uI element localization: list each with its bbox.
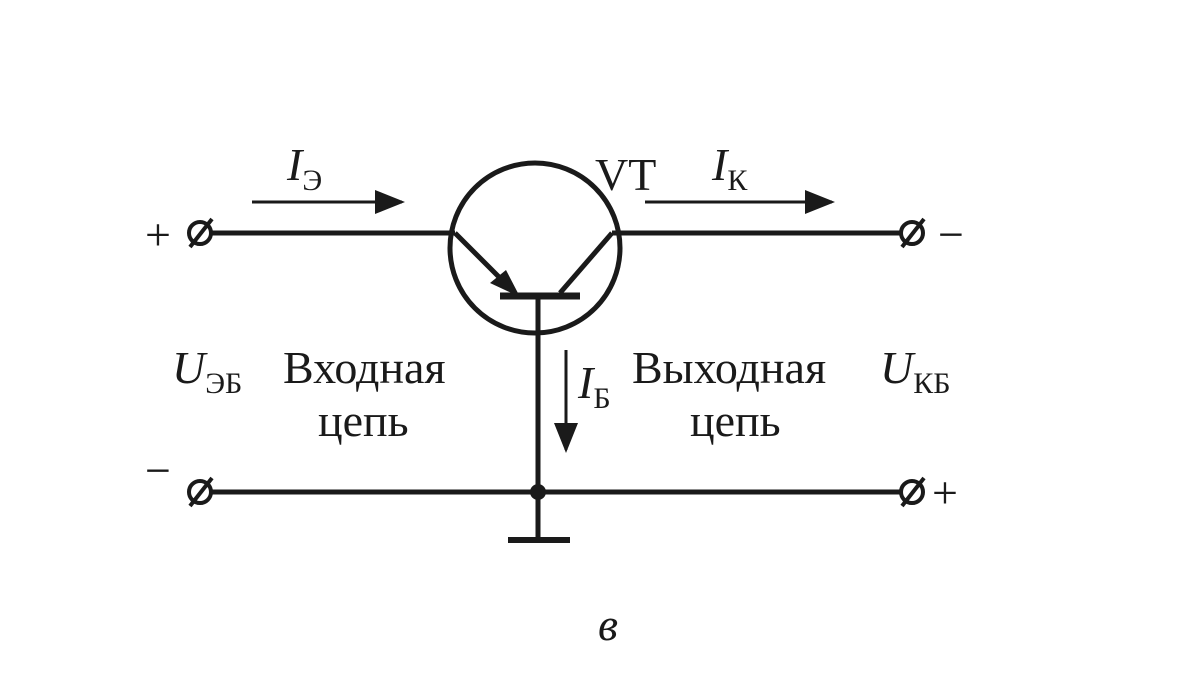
output-bottom-sign: + bbox=[932, 467, 958, 518]
emitter-current-label: IЭ bbox=[286, 139, 322, 197]
input-voltage-label: UЭБ bbox=[172, 342, 242, 400]
input-circuit-label-line2: цепь bbox=[318, 395, 409, 446]
terminal-output-top-icon bbox=[899, 217, 926, 249]
input-circuit-label-line1: Входная bbox=[283, 342, 446, 393]
base-current-label: IБ bbox=[577, 357, 611, 415]
transistor-symbol bbox=[447, 160, 623, 336]
output-top-sign: − bbox=[938, 209, 964, 260]
terminal-output-bottom-icon bbox=[899, 476, 926, 508]
figure-caption: в bbox=[598, 599, 618, 650]
transistor-collector-lead bbox=[558, 231, 614, 295]
output-circuit-label-line1: Выходная bbox=[632, 342, 826, 393]
terminal-input-top-icon bbox=[187, 217, 214, 249]
terminal-input-bottom-icon bbox=[187, 476, 214, 508]
input-bottom-sign: − bbox=[145, 445, 171, 496]
transistor-label: VT bbox=[595, 149, 656, 200]
emitter-arrow-icon bbox=[490, 270, 520, 297]
collector-current-label: IК bbox=[711, 139, 748, 197]
input-top-sign: + bbox=[145, 209, 171, 260]
output-circuit-label-line2: цепь bbox=[690, 395, 781, 446]
output-voltage-label: UКБ bbox=[880, 342, 950, 400]
transistor-circle bbox=[447, 160, 623, 336]
junction-dot bbox=[530, 484, 546, 500]
